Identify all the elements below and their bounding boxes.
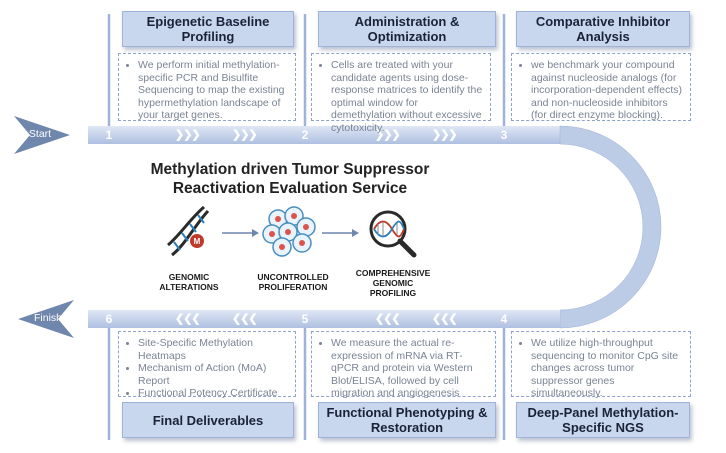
step-5-number: 5 bbox=[301, 312, 309, 326]
title-line-2: Reactivation Evaluation Service bbox=[172, 180, 408, 197]
diagram-title: Methylation driven Tumor Suppressor Reac… bbox=[140, 160, 440, 198]
finish-label: Finish bbox=[33, 312, 62, 324]
bullet: We perform initial methylation-specific … bbox=[138, 59, 289, 122]
bullet: Site-Specific Methylation Heatmaps bbox=[138, 337, 289, 362]
step-1-title: Epigenetic Baseline Profiling bbox=[122, 11, 294, 47]
chevron-left-icon: ❮❮❮ bbox=[432, 313, 458, 325]
step-3-description: we benchmark your compound against nucle… bbox=[511, 53, 691, 121]
step-2-description: Cells are treated with your candidate ag… bbox=[311, 53, 491, 134]
bullet: Cells are treated with your candidate ag… bbox=[331, 59, 484, 134]
icon-label-genomic-alterations: GENOMIC ALTERATIONS bbox=[159, 272, 219, 292]
chevron-left-icon: ❮❮❮ bbox=[175, 313, 201, 325]
magnifier-dna-icon bbox=[369, 210, 417, 258]
step-3-number: 3 bbox=[500, 128, 508, 142]
step-4-description: We utilize high-throughput sequencing to… bbox=[511, 331, 691, 400]
bullet: Mechanism of Action (MoA) Report bbox=[138, 362, 289, 387]
step-5-title: Functional Phenotyping & Restoration bbox=[318, 402, 496, 438]
dna-icon: M bbox=[167, 205, 210, 257]
step-4-title: Deep-Panel Methylation-Specific NGS bbox=[516, 402, 690, 438]
step-5-description: We measure the actual re-expression of m… bbox=[311, 331, 496, 412]
step-2-title: Administration & Optimization bbox=[318, 11, 496, 47]
bullet: we benchmark your compound against nucle… bbox=[531, 59, 684, 122]
chevron-right-icon: ❯❯❯ bbox=[232, 129, 258, 141]
chevron-right-icon: ❯❯❯ bbox=[432, 129, 458, 141]
step-3-title: Comparative Inhibitor Analysis bbox=[516, 11, 690, 47]
bullet: We utilize high-throughput sequencing to… bbox=[531, 337, 684, 400]
step-4-number: 4 bbox=[500, 312, 508, 326]
bullet: We measure the actual re-expression of m… bbox=[331, 337, 489, 412]
icon-label-uncontrolled-proliferation: UNCONTROLLED PROLIFERATION bbox=[257, 272, 329, 292]
start-label: Start bbox=[28, 128, 52, 140]
step-1-number: 1 bbox=[105, 128, 113, 142]
step-6-description: Site-Specific Methylation Heatmaps Mecha… bbox=[118, 331, 296, 400]
cell-cluster-icon bbox=[262, 206, 316, 257]
title-line-1: Methylation driven Tumor Suppressor bbox=[150, 161, 430, 178]
icon-label-comprehensive-profiling: COMPREHENSIVE GENOMIC PROFILING bbox=[355, 268, 431, 298]
step-2-number: 2 bbox=[301, 128, 309, 142]
step-6-title: Final Deliverables bbox=[122, 402, 294, 438]
chevron-left-icon: ❮❮❮ bbox=[232, 313, 258, 325]
svg-text:M: M bbox=[194, 237, 201, 246]
step-6-number: 6 bbox=[105, 312, 113, 326]
chevron-right-icon: ❯❯❯ bbox=[175, 129, 201, 141]
step-1-description: We perform initial methylation-specific … bbox=[118, 53, 296, 121]
bullet: Functional Potency Certificate bbox=[138, 387, 289, 400]
chevron-left-icon: ❮❮❮ bbox=[375, 313, 401, 325]
chevron-right-icon: ❯❯❯ bbox=[375, 129, 401, 141]
